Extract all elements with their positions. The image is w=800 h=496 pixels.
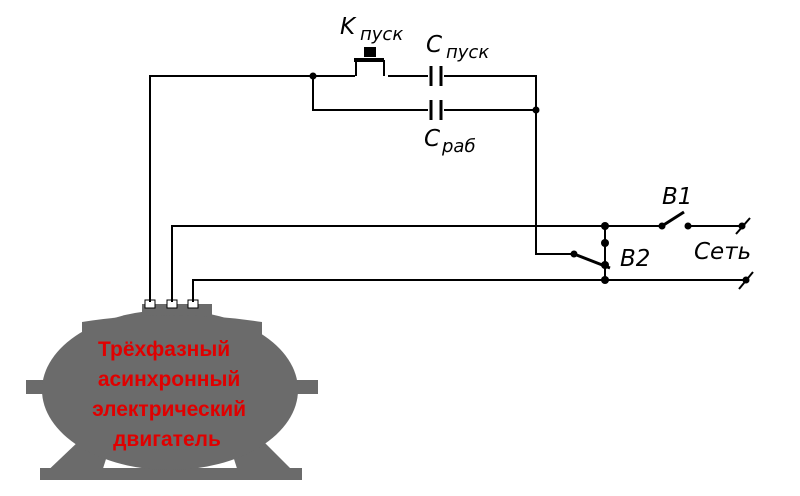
motor-shaft-right bbox=[296, 380, 318, 394]
network-terminal-bottom bbox=[738, 271, 754, 290]
wire-start-circuit bbox=[149, 75, 355, 302]
wire-crun-right bbox=[444, 109, 572, 255]
run-capacitor bbox=[429, 100, 443, 120]
wire-cstart-right bbox=[444, 75, 537, 110]
three-phase-motor: Трёхфазный асинхронный электрический дви… bbox=[26, 299, 318, 480]
label-k-start-sub: пуск bbox=[360, 24, 403, 45]
motor-label-line-3: электрический bbox=[92, 398, 246, 421]
label-b2: B2 bbox=[620, 246, 650, 272]
label-c-start-sub: пуск bbox=[446, 42, 489, 63]
label-c-start: C bbox=[426, 32, 442, 58]
motor-label-line-2: асинхронный bbox=[98, 368, 241, 391]
junction-dot bbox=[601, 276, 609, 284]
junction-dot bbox=[309, 72, 317, 80]
label-c-run-sub: раб bbox=[441, 136, 476, 157]
svg-text:Трёхфазный асинхронный: Трёхфазный асинхронный электрический дви… bbox=[92, 338, 252, 451]
wire-run-branch bbox=[312, 76, 428, 111]
junction-dot bbox=[532, 106, 540, 114]
wire-phase-bottom bbox=[192, 279, 746, 302]
motor-label-line-1: Трёхфазный bbox=[98, 338, 230, 361]
label-b1: B1 bbox=[662, 184, 692, 210]
switch-b2 bbox=[570, 250, 611, 270]
switch-b1 bbox=[658, 210, 692, 230]
label-network: Сеть bbox=[694, 239, 751, 265]
junction-dot bbox=[601, 222, 609, 230]
start-capacitor bbox=[429, 66, 443, 86]
label-k-start: K bbox=[340, 14, 357, 40]
start-push-button bbox=[354, 47, 385, 76]
junction-dot bbox=[601, 239, 609, 247]
motor-base bbox=[40, 468, 302, 480]
motor-body bbox=[42, 310, 298, 470]
wire-phase-b1 bbox=[171, 225, 662, 302]
wires bbox=[149, 75, 746, 302]
label-c-run: C bbox=[424, 126, 440, 152]
motor-label-line-4: двигатель bbox=[113, 428, 221, 451]
network-terminal-top bbox=[735, 217, 751, 235]
